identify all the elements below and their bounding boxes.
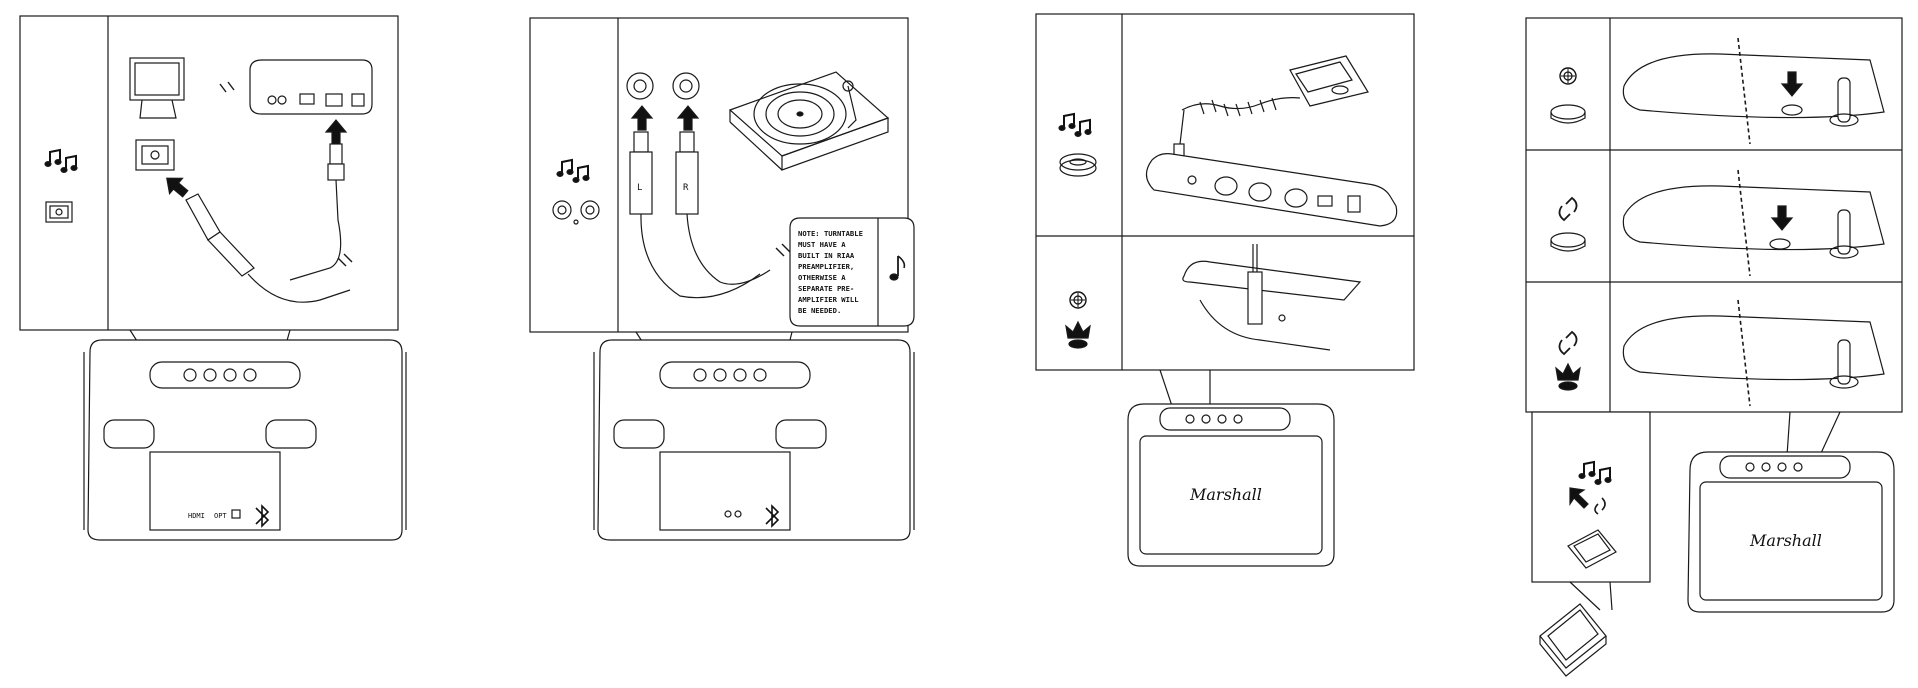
turntable-note-box: NOTE: TURNTABLE MUST HAVE A BUILT IN RIAA P…	[789, 217, 915, 327]
note-line: NOTE: TURNTABLE	[798, 229, 863, 238]
bt-detail-row1	[1622, 37, 1885, 145]
speaker-front-bluetooth: Marshall	[1687, 451, 1895, 613]
panel-turntable: L R	[529, 17, 915, 541]
button-icon-row2	[1550, 232, 1586, 252]
music-player-device	[1289, 55, 1369, 107]
brand-logo: Marshall	[1189, 485, 1262, 504]
turntable-note-text: NOTE: TURNTABLE MUST HAVE A BUILT IN RIAA P…	[798, 229, 863, 315]
rca-jack-pair	[626, 72, 700, 100]
rca-jacks-icon	[552, 200, 600, 225]
optical-port-left	[135, 139, 175, 171]
panel-aux: Marshall	[1035, 13, 1415, 567]
rca-plug-left: L	[629, 131, 761, 299]
brand-logo: Marshall	[1749, 531, 1822, 550]
note-line: OTHERWISE A	[798, 273, 846, 282]
panel-optical: HDMI OPT	[19, 15, 407, 541]
set-top-box	[249, 59, 373, 115]
optical-port-labels: HDMI OPT	[188, 512, 227, 520]
turntable	[728, 71, 890, 171]
aux-jack-detail	[1182, 244, 1362, 351]
plug-label-left: L	[637, 183, 642, 193]
optical-plug-left	[185, 193, 351, 303]
panel-bluetooth: Marshall	[1525, 17, 1903, 677]
aux-control-panel	[1145, 153, 1398, 227]
bluetooth-link-icon	[1558, 196, 1578, 222]
aux-knob-icon	[1059, 153, 1097, 177]
speaker-front-aux: Marshall	[1127, 403, 1335, 567]
note-line: PREAMPLIFIER,	[798, 262, 854, 271]
power-symbol-icon	[1559, 67, 1577, 85]
port-label-hdmi: HDMI	[188, 512, 205, 520]
phone-device	[1539, 603, 1607, 677]
note-line: MUST HAVE A	[798, 240, 846, 249]
speaker-back-turntable	[593, 339, 915, 541]
bt-detail-row2	[1622, 169, 1885, 277]
button-icon-row1	[1550, 104, 1586, 124]
single-note-icon	[889, 255, 906, 281]
note-line: SEPARATE PRE-	[798, 284, 854, 293]
note-line: BE NEEDED.	[798, 306, 841, 315]
note-line: AMPLIFIER WILL	[798, 295, 859, 304]
optical-plug-right	[289, 143, 345, 281]
note-line: BUILT IN RIAA	[798, 251, 855, 260]
bluetooth-link-icon	[1558, 330, 1578, 356]
coiled-aux-cable	[1173, 97, 1301, 163]
plug-label-right: R	[683, 183, 689, 193]
optical-port-icon	[45, 201, 73, 223]
port-label-opt: OPT	[214, 512, 227, 520]
callout-phone	[1569, 581, 1613, 611]
speaker-back-optical: HDMI OPT	[83, 339, 407, 541]
tv-icon	[129, 57, 185, 119]
bt-detail-row3	[1622, 299, 1885, 407]
power-symbol-icon	[1069, 291, 1087, 309]
phone-pairing-box	[1531, 411, 1651, 583]
rca-plug-right: R	[675, 131, 771, 285]
